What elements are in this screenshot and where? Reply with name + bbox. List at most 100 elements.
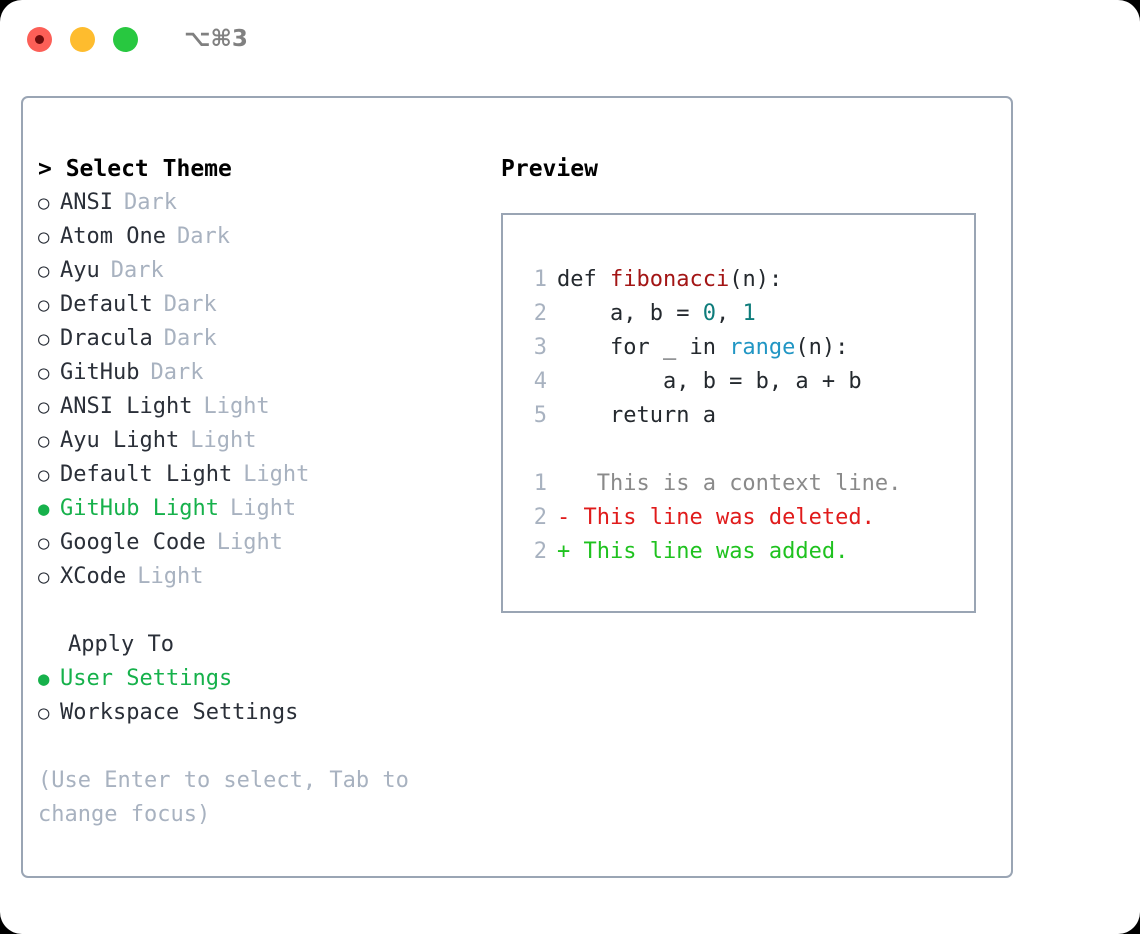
theme-option-category: Dark: [163, 326, 217, 351]
theme-option-label: GitHub Light: [60, 496, 219, 521]
diff-line-number: 1: [533, 471, 547, 496]
theme-option[interactable]: ● GitHub Light Light: [38, 492, 478, 526]
apply-to-option[interactable]: ○ Workspace Settings: [38, 696, 478, 730]
code-line: 3 for _ in range(n):: [521, 331, 974, 365]
code-line-number: 1: [533, 267, 547, 292]
theme-option-category: Light: [137, 564, 204, 589]
theme-option[interactable]: ○ Dracula Dark: [38, 322, 478, 356]
radio-unselected-icon: ○: [38, 396, 50, 418]
radio-unselected-icon: ○: [38, 226, 50, 248]
window-controls: [27, 26, 138, 52]
code-line-number: 3: [533, 335, 547, 360]
code-diff-gap: [521, 433, 974, 467]
diff-line-text: This line was deleted.: [570, 505, 875, 530]
radio-unselected-icon: ○: [38, 260, 50, 282]
maximize-button[interactable]: [113, 26, 138, 52]
theme-option-category: Light: [243, 462, 310, 487]
code-token: fibonacci: [609, 267, 730, 292]
code-token: (n):: [795, 335, 849, 360]
diff-line: 2- This line was deleted.: [521, 501, 974, 535]
code-token: 1: [742, 301, 756, 326]
list-gap: [38, 594, 478, 628]
code-token: def: [557, 267, 610, 292]
code-token: return a: [557, 403, 716, 428]
code-token: 0: [702, 301, 716, 326]
code-line-text: return a: [557, 399, 716, 433]
code-token: a, b = b, a + b: [557, 369, 862, 394]
diff-line: 2+ This line was added.: [521, 535, 974, 569]
theme-option-category: Dark: [163, 292, 217, 317]
code-line-text: a, b = 0, 1: [557, 297, 756, 331]
apply-to-option[interactable]: ● User Settings: [38, 662, 478, 696]
theme-option-category: Light: [216, 530, 283, 555]
code-line-text: a, b = b, a + b: [557, 365, 862, 399]
theme-option-label: ANSI Light: [60, 394, 193, 419]
code-token: (n):: [729, 267, 783, 292]
theme-option-label: Google Code: [60, 530, 206, 555]
radio-unselected-icon: ○: [38, 362, 50, 384]
apply-to-option-label: Workspace Settings: [60, 700, 299, 725]
code-token: ,: [715, 301, 743, 326]
theme-option-label: Dracula: [60, 326, 153, 351]
apply-to-header: Apply To: [68, 632, 174, 657]
code-line-number: 5: [533, 403, 547, 428]
apply-to-option-label: User Settings: [60, 666, 233, 691]
theme-option-category: Light: [229, 496, 297, 521]
minimize-button[interactable]: [70, 26, 95, 52]
code-token: range: [729, 335, 796, 360]
code-line: 1 def fibonacci(n):: [521, 263, 974, 297]
code-line-number: 4: [533, 369, 547, 394]
theme-option-category: Light: [203, 394, 270, 419]
diff-marker: +: [557, 539, 571, 564]
theme-option-label: Ayu Light: [60, 428, 180, 453]
close-button[interactable]: [27, 26, 52, 52]
theme-option-label: GitHub: [60, 360, 140, 385]
radio-unselected-icon: ○: [38, 192, 50, 214]
diff-sample: 1 This is a context line.2- This line wa…: [521, 467, 974, 569]
window-title-shortcut: ⌥⌘3: [184, 26, 248, 52]
diff-line-number: 2: [533, 539, 547, 564]
diff-marker: [557, 467, 570, 501]
radio-selected-icon: ●: [38, 668, 50, 690]
radio-unselected-icon: ○: [38, 464, 50, 486]
theme-option[interactable]: ○ XCode Light: [38, 560, 478, 594]
theme-option-label: XCode: [60, 564, 127, 589]
radio-unselected-icon: ○: [38, 566, 50, 588]
preview-title: Preview: [501, 156, 598, 182]
radio-unselected-icon: ○: [38, 430, 50, 452]
theme-option-label: Atom One: [60, 224, 166, 249]
code-line: 5 return a: [521, 399, 974, 433]
theme-option-label: Ayu: [60, 258, 100, 283]
keyboard-hint: (Use Enter to select, Tab to change focu…: [38, 768, 409, 827]
radio-unselected-icon: ○: [38, 328, 50, 350]
theme-option[interactable]: ○ ANSI Light Light: [38, 390, 478, 424]
theme-option-category: Dark: [150, 360, 204, 385]
radio-selected-icon: ●: [38, 498, 50, 520]
diff-line-number: 2: [533, 505, 547, 530]
code-token: a, b =: [557, 301, 703, 326]
theme-option-category: Dark: [123, 190, 177, 215]
diff-marker: -: [557, 505, 571, 530]
code-token: for _ in: [557, 335, 730, 360]
radio-unselected-icon: ○: [38, 702, 50, 724]
code-line: 2 a, b = 0, 1: [521, 297, 974, 331]
code-line-text: def fibonacci(n):: [557, 263, 782, 297]
radio-unselected-icon: ○: [38, 294, 50, 316]
theme-option[interactable]: ○ GitHub Dark: [38, 356, 478, 390]
code-line: 4 a, b = b, a + b: [521, 365, 974, 399]
apply-to-list: ● User Settings ○ Workspace Settings: [38, 662, 478, 730]
